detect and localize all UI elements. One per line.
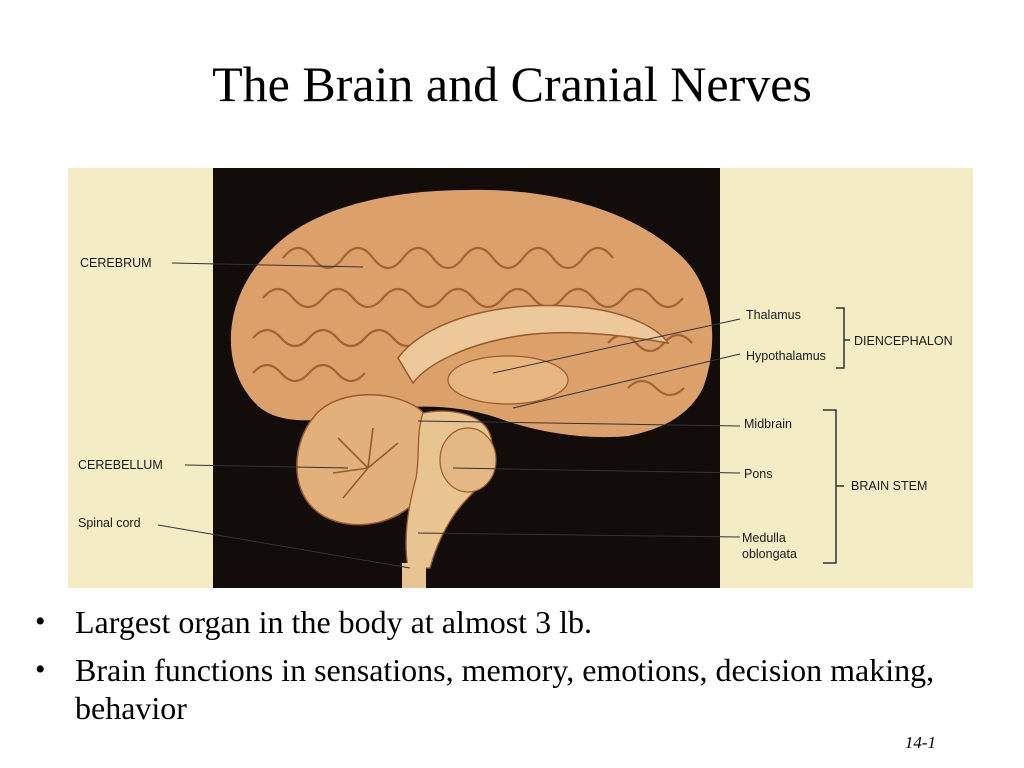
label-thalamus: Thalamus xyxy=(746,308,801,322)
brackets xyxy=(823,307,850,564)
bullet-item: • Largest organ in the body at almost 3 l… xyxy=(32,603,1012,641)
bullet-list: • Largest organ in the body at almost 3 l… xyxy=(32,603,1012,737)
label-pons: Pons xyxy=(744,467,773,481)
slide-title: The Brain and Cranial Nerves xyxy=(212,56,812,112)
label-medulla-line2: oblongata xyxy=(742,547,797,561)
bullet-text: Brain functions in sensations, memory, e… xyxy=(75,652,935,726)
brain-diagram: CEREBRUM CEREBELLUM Spinal cord Thalamus… xyxy=(68,168,973,588)
label-cerebellum: CEREBELLUM xyxy=(78,458,163,472)
label-spinal-cord: Spinal cord xyxy=(78,516,141,530)
brain-sagittal-figure: CEREBRUM CEREBELLUM Spinal cord Thalamus… xyxy=(68,168,973,588)
cerebrum-shape xyxy=(230,189,713,438)
pons-shape xyxy=(439,427,497,493)
label-cerebrum: CEREBRUM xyxy=(80,256,152,270)
bullet-dot: • xyxy=(35,605,46,638)
bullet-text: Largest organ in the body at almost 3 lb… xyxy=(75,604,592,640)
gyri-pattern xyxy=(252,246,693,397)
corpus-callosum xyxy=(397,304,670,385)
bullet-dot: • xyxy=(35,653,46,686)
slide-number: 14-1 xyxy=(904,733,936,752)
thalamus-region xyxy=(447,355,569,405)
bullet-item: • Brain functions in sensations, memory, … xyxy=(32,651,1012,727)
label-hypothalamus: Hypothalamus xyxy=(746,349,826,363)
label-medulla-line1: Medulla xyxy=(742,531,786,545)
arbor-vitae xyxy=(332,427,399,499)
label-midbrain: Midbrain xyxy=(744,417,792,431)
label-diencephalon: DIENCEPHALON xyxy=(854,334,953,348)
leader-lines xyxy=(157,262,741,569)
label-brain-stem: BRAIN STEM xyxy=(851,479,927,493)
